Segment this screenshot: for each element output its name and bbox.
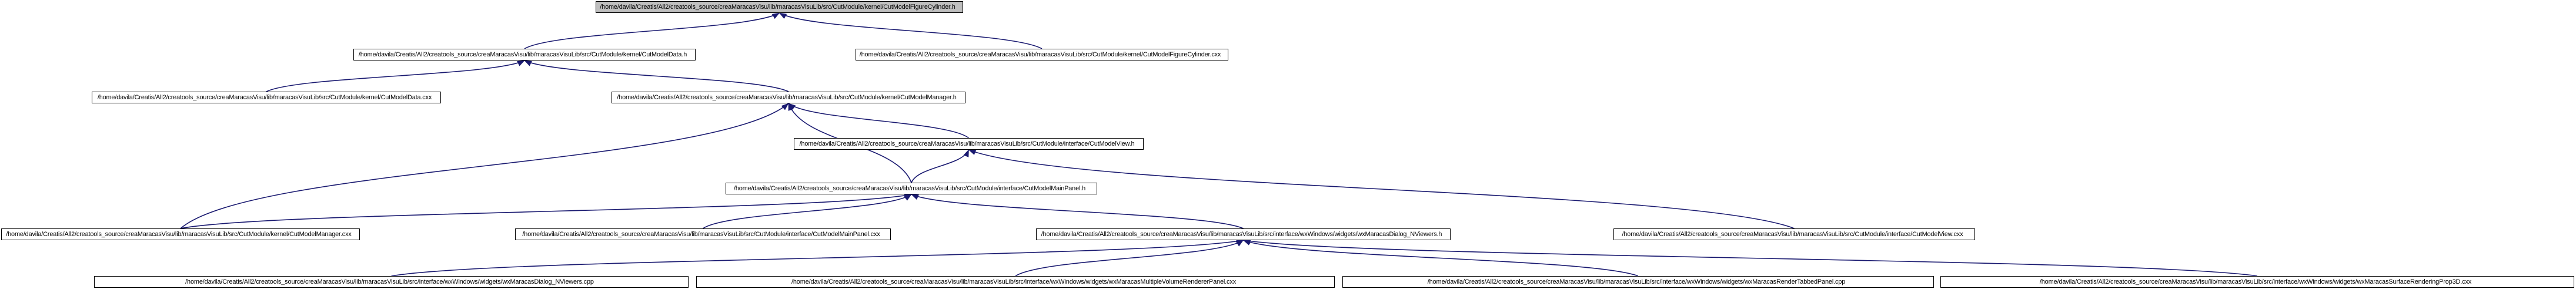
- graph-node[interactable]: /home/davila/Creatis/All2/creatools_sour…: [596, 1, 963, 13]
- graph-node[interactable]: /home/davila/Creatis/All2/creatools_sour…: [1342, 276, 1934, 288]
- graph-edge: [779, 12, 1043, 49]
- graph-node-label: /home/davila/Creatis/All2/creatools_sour…: [1622, 231, 1963, 238]
- graph-edge: [911, 149, 970, 183]
- graph-node[interactable]: /home/davila/Creatis/All2/creatools_sour…: [92, 92, 441, 103]
- graph-node-label: /home/davila/Creatis/All2/creatools_sour…: [600, 4, 955, 11]
- graph-node-label: /home/davila/Creatis/All2/creatools_sour…: [617, 94, 957, 101]
- graph-edge: [180, 103, 789, 229]
- graph-node-label: /home/davila/Creatis/All2/creatools_sour…: [733, 185, 1086, 192]
- graph-node-label: /home/davila/Creatis/All2/creatools_sour…: [185, 278, 594, 285]
- graph-node-label: /home/davila/Creatis/All2/creatools_sour…: [358, 51, 687, 58]
- graph-edge: [911, 194, 1244, 229]
- graph-node-label: /home/davila/Creatis/All2/creatools_sour…: [791, 278, 1237, 285]
- graph-edge: [1015, 240, 1244, 277]
- graph-node[interactable]: /home/davila/Creatis/All2/creatools_sour…: [1940, 276, 2574, 288]
- graph-edge: [391, 238, 1244, 277]
- graph-node[interactable]: /home/davila/Creatis/All2/creatools_sour…: [726, 183, 1097, 194]
- graph-node-label: /home/davila/Creatis/All2/creatools_sour…: [1041, 231, 1442, 238]
- graph-edge: [1242, 240, 1639, 277]
- graph-node[interactable]: /home/davila/Creatis/All2/creatools_sour…: [1, 228, 360, 240]
- graph-node[interactable]: /home/davila/Creatis/All2/creatools_sour…: [353, 49, 696, 60]
- graph-node[interactable]: /home/davila/Creatis/All2/creatools_sour…: [94, 276, 689, 288]
- graph-node-label: /home/davila/Creatis/All2/creatools_sour…: [859, 51, 1221, 58]
- graph-node[interactable]: /home/davila/Creatis/All2/creatools_sour…: [612, 92, 965, 103]
- graph-edge: [180, 193, 912, 229]
- graph-edge: [266, 60, 525, 92]
- graph-node[interactable]: /home/davila/Creatis/All2/creatools_sour…: [1036, 228, 1451, 240]
- graph-edge: [524, 12, 780, 49]
- graph-node-label: /home/davila/Creatis/All2/creatools_sour…: [799, 140, 1135, 147]
- graph-edge: [524, 60, 789, 92]
- graph-node[interactable]: /home/davila/Creatis/All2/creatools_sour…: [794, 138, 1144, 150]
- graph-node[interactable]: /home/davila/Creatis/All2/creatools_sour…: [696, 276, 1335, 288]
- graph-edge: [1242, 238, 2258, 277]
- graph-node-label: /home/davila/Creatis/All2/creatools_sour…: [522, 231, 880, 238]
- graph-node[interactable]: /home/davila/Creatis/All2/creatools_sour…: [1613, 228, 1975, 240]
- graph-edge: [703, 194, 912, 229]
- graph-node-label: /home/davila/Creatis/All2/creatools_sour…: [6, 231, 352, 238]
- graph-node-label: /home/davila/Creatis/All2/creatools_sour…: [2039, 278, 2472, 285]
- graph-edge: [788, 103, 969, 139]
- graph-node-label: /home/davila/Creatis/All2/creatools_sour…: [1427, 278, 1846, 285]
- graph-node-label: /home/davila/Creatis/All2/creatools_sour…: [97, 94, 432, 101]
- graph-node[interactable]: /home/davila/Creatis/All2/creatools_sour…: [515, 228, 891, 240]
- graph-node[interactable]: /home/davila/Creatis/All2/creatools_sour…: [856, 49, 1228, 60]
